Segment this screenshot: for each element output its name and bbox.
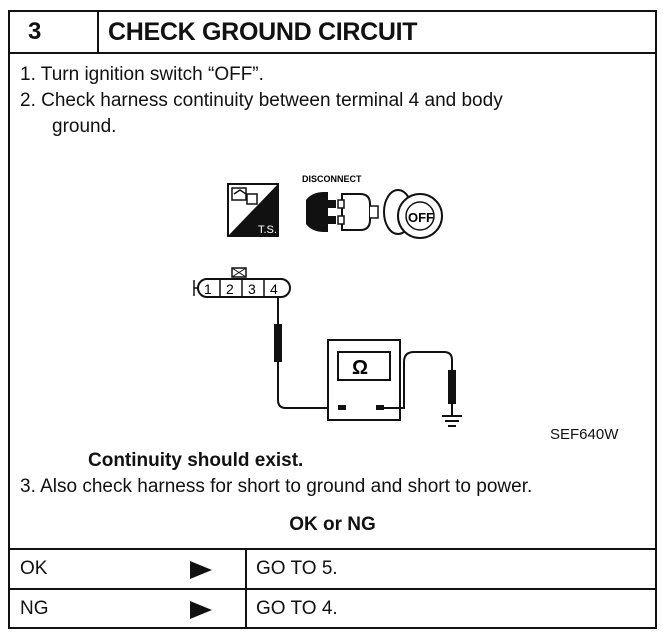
tester-probe-right [384,351,456,416]
continuity-note: Continuity should exist. [88,450,304,471]
result-ng-action: GO TO 4. [256,598,338,619]
ohm-symbol: Ω [352,357,368,379]
instruction-3-number: 3. [20,476,36,497]
tester-probe-left [274,297,338,409]
instruction-1-text: Turn ignition switch “OFF”. [40,64,264,85]
result-row-ng: NG GO TO 4. [10,588,655,628]
step-number: 3 [10,12,99,52]
ignition-off-icon: OFF [383,189,443,239]
terminal-3: 3 [248,281,256,297]
instruction-2-number: 2. [20,90,36,111]
result-row-ok: OK GO TO 5. [10,548,655,588]
result-header: OK or NG [289,514,376,535]
procedure-icons: T.S. DISCONNECT OFF [227,174,443,239]
ignition-off-label: OFF [408,210,434,225]
disconnect-connector-icon: DISCONNECT [302,174,379,232]
tech-service-label: T.S. [258,224,277,236]
arrow-right-icon [190,561,212,579]
ohmmeter: Ω [327,339,401,421]
result-ok-action: GO TO 5. [256,558,338,579]
continuity-check-diagram: 1 2 3 4 Ω [193,267,462,427]
inspection-step-box: 3 CHECK GROUND CIRCUIT 1. Turn ignition … [8,10,657,629]
instruction-2-text: Check harness continuity between termina… [41,90,503,111]
result-ng-label: NG [20,598,49,619]
step-title: CHECK GROUND CIRCUIT [108,18,418,46]
result-ok-label: OK [20,558,48,579]
instruction-3-text: Also check harness for short to ground a… [40,476,533,497]
figure-id: SEF640W [550,426,619,443]
arrow-right-icon [190,601,212,619]
terminal-4: 4 [270,281,278,297]
instruction-2-continuation: ground. [52,116,117,137]
ground-symbol-icon [442,415,462,427]
tech-service-icon: T.S. [227,183,279,237]
instruction-1: 1. Turn ignition switch “OFF”. [20,62,264,88]
harness-connector: 1 2 3 4 [193,267,291,298]
terminal-2: 2 [226,281,234,297]
instruction-2: 2. Check harness continuity between term… [20,88,503,114]
disconnect-label: DISCONNECT [302,174,362,184]
terminal-1: 1 [204,281,212,297]
instruction-1-number: 1. [20,64,36,85]
instruction-3: 3. Also check harness for short to groun… [20,474,532,500]
step-header: 3 CHECK GROUND CIRCUIT [10,12,655,54]
